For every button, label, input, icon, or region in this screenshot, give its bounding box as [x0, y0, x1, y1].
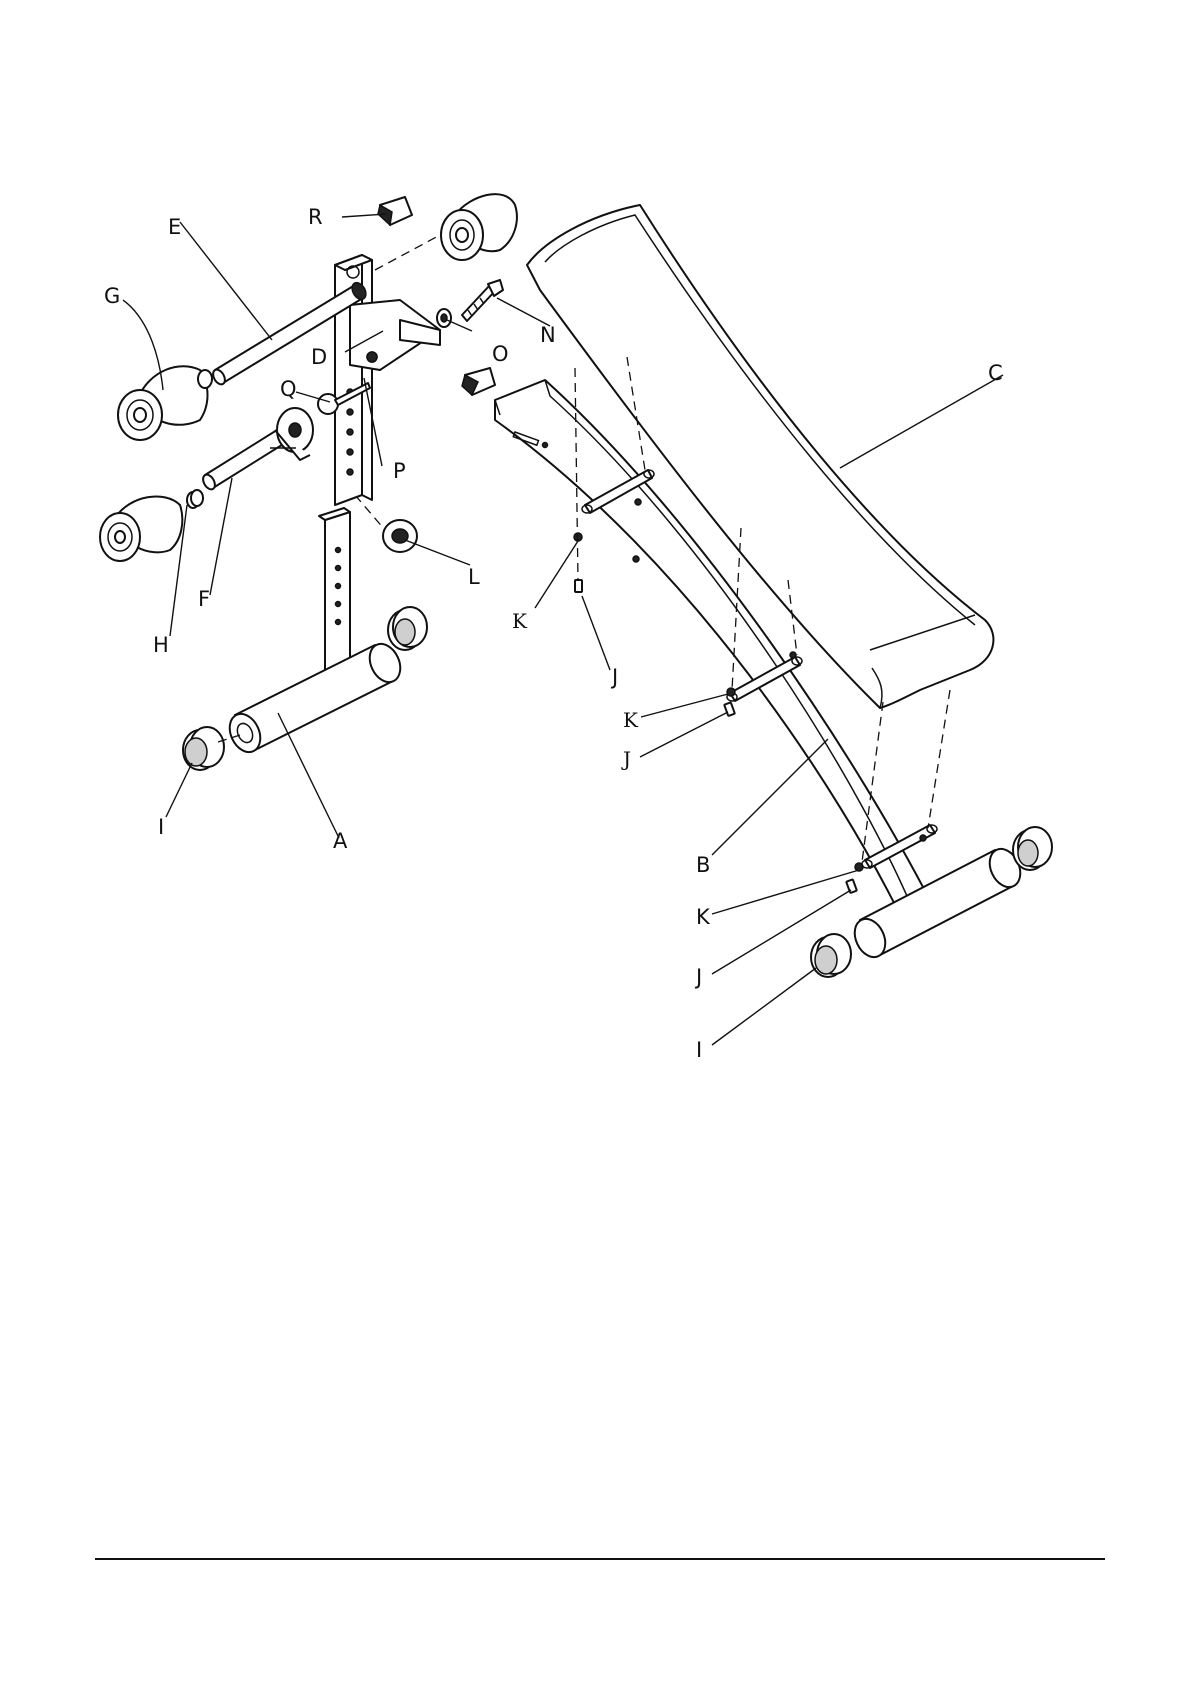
label-g: G	[104, 284, 120, 308]
label-i-right: I	[696, 1038, 702, 1062]
part-f-lower-rod	[201, 408, 313, 491]
foam-roller-upper	[441, 194, 517, 260]
label-k-top: K	[512, 609, 528, 633]
label-d: D	[311, 345, 327, 369]
label-i-left: I	[158, 815, 164, 839]
label-a: A	[333, 829, 348, 853]
label-q: Q	[280, 377, 297, 401]
part-h-bushing	[187, 490, 203, 508]
label-j-bottom: J	[694, 965, 702, 989]
label-k-bottom: K	[696, 905, 711, 929]
part-o-washer	[437, 309, 451, 327]
part-r-clip	[378, 197, 412, 225]
part-a-base-frame	[224, 508, 406, 757]
part-l-knob	[383, 520, 417, 552]
fastener-set-middle	[724, 688, 735, 716]
label-p: P	[393, 459, 406, 483]
bracket-clip	[462, 368, 495, 395]
label-c: C	[988, 361, 1003, 385]
label-r: R	[308, 205, 323, 229]
part-i-end-cap-right-frame	[811, 934, 851, 977]
label-f: F	[198, 587, 210, 611]
label-j-top: J	[610, 665, 618, 689]
label-b: B	[696, 853, 710, 877]
label-e: E	[168, 215, 181, 239]
label-o: O	[492, 342, 509, 366]
part-g-foam-roller	[118, 366, 212, 440]
part-p-nut	[367, 352, 377, 362]
label-j-middle: J	[621, 747, 631, 771]
label-k-middle: K	[623, 708, 639, 732]
label-n: N	[540, 323, 556, 347]
part-i-end-cap-left	[183, 727, 224, 770]
label-l: L	[468, 565, 480, 589]
part-n-bolt	[462, 280, 503, 321]
label-h: H	[153, 633, 169, 657]
part-i-end-cap-right	[388, 607, 427, 650]
foam-roller-lower	[100, 496, 182, 561]
fastener-set-bottom	[846, 863, 863, 893]
end-cap-far-right	[1013, 827, 1052, 870]
